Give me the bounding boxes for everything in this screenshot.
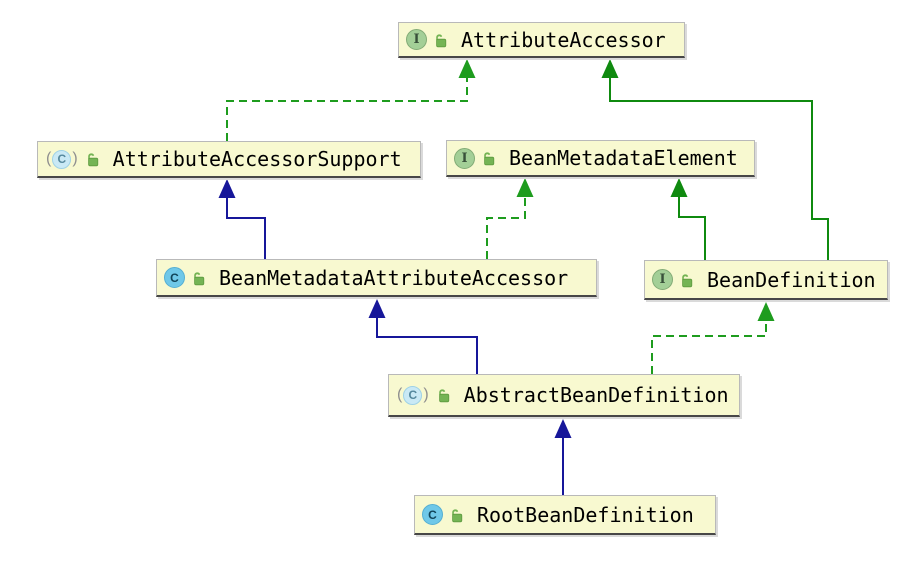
class-node-AttributeAccessor[interactable]: I AttributeAccessor xyxy=(398,22,685,58)
arrowhead-icon xyxy=(601,59,619,78)
edge-RootBeanDefinition-extends-class-AbstractBeanDefinition xyxy=(554,419,572,495)
interface-icon: I xyxy=(454,147,475,169)
arrowhead-icon xyxy=(554,419,572,438)
abstract-paren-right: ) xyxy=(423,386,429,403)
abstract-paren-right: ) xyxy=(72,150,78,167)
interface-icon: I xyxy=(406,29,427,50)
lock-open-icon xyxy=(484,152,495,166)
class-name-label: BeanMetadataElement xyxy=(509,146,738,170)
class-icon: C xyxy=(164,267,185,288)
lock-open-icon xyxy=(682,273,693,287)
class-name-label: AttributeAccessorSupport xyxy=(112,147,402,171)
edge-BeanMetadataAttributeAccessor-implements-BeanMetadataElement xyxy=(486,178,534,259)
lock-open-icon xyxy=(452,508,463,522)
class-name-label: AbstractBeanDefinition xyxy=(463,383,729,407)
arrowhead-icon xyxy=(670,178,688,197)
class-node-AttributeAccessorSupport[interactable]: (C) AttributeAccessorSupport xyxy=(37,141,421,178)
lock-open-icon xyxy=(436,33,447,47)
abstract-class-icon: (C) xyxy=(396,385,430,405)
interface-icon: I xyxy=(652,269,673,290)
lock-open-icon xyxy=(87,153,98,167)
edge-BeanDefinition-extends-interface-AttributeAccessor xyxy=(601,59,829,260)
class-node-BeanMetadataAttributeAccessor[interactable]: C BeanMetadataAttributeAccessor xyxy=(156,259,597,297)
abstract-paren-left: ( xyxy=(46,150,52,167)
lock-open-icon xyxy=(194,271,205,285)
arrowhead-icon xyxy=(516,178,534,197)
abstract-class-letter: C xyxy=(403,385,423,405)
class-icon: C xyxy=(422,504,443,525)
class-name-label: RootBeanDefinition xyxy=(477,502,694,527)
class-node-BeanMetadataElement[interactable]: I BeanMetadataElement xyxy=(446,140,755,177)
arrowhead-icon xyxy=(218,179,236,198)
abstract-class-letter: C xyxy=(52,149,72,169)
arrowhead-icon xyxy=(368,299,386,318)
abstract-class-icon: (C) xyxy=(45,149,79,169)
edge-BeanMetadataAttributeAccessor-extends-class-AttributeAccessorSupport xyxy=(218,179,266,259)
edge-AbstractBeanDefinition-implements-BeanDefinition xyxy=(651,302,775,374)
edge-AbstractBeanDefinition-extends-class-BeanMetadataAttributeAccessor xyxy=(368,299,478,374)
class-name-label: BeanDefinition xyxy=(707,267,876,292)
lock-open-icon xyxy=(438,389,449,403)
class-node-RootBeanDefinition[interactable]: C RootBeanDefinition xyxy=(414,495,716,535)
class-node-BeanDefinition[interactable]: I BeanDefinition xyxy=(644,260,888,300)
class-name-label: BeanMetadataAttributeAccessor xyxy=(219,265,569,290)
class-name-label: AttributeAccessor xyxy=(461,27,666,52)
arrowhead-icon xyxy=(757,302,775,321)
edge-BeanDefinition-extends-interface-BeanMetadataElement xyxy=(670,178,706,260)
arrowhead-icon xyxy=(458,59,476,78)
class-node-AbstractBeanDefinition[interactable]: (C) AbstractBeanDefinition xyxy=(388,374,740,417)
abstract-paren-left: ( xyxy=(397,386,403,403)
edge-AttributeAccessorSupport-implements-AttributeAccessor xyxy=(226,59,476,141)
